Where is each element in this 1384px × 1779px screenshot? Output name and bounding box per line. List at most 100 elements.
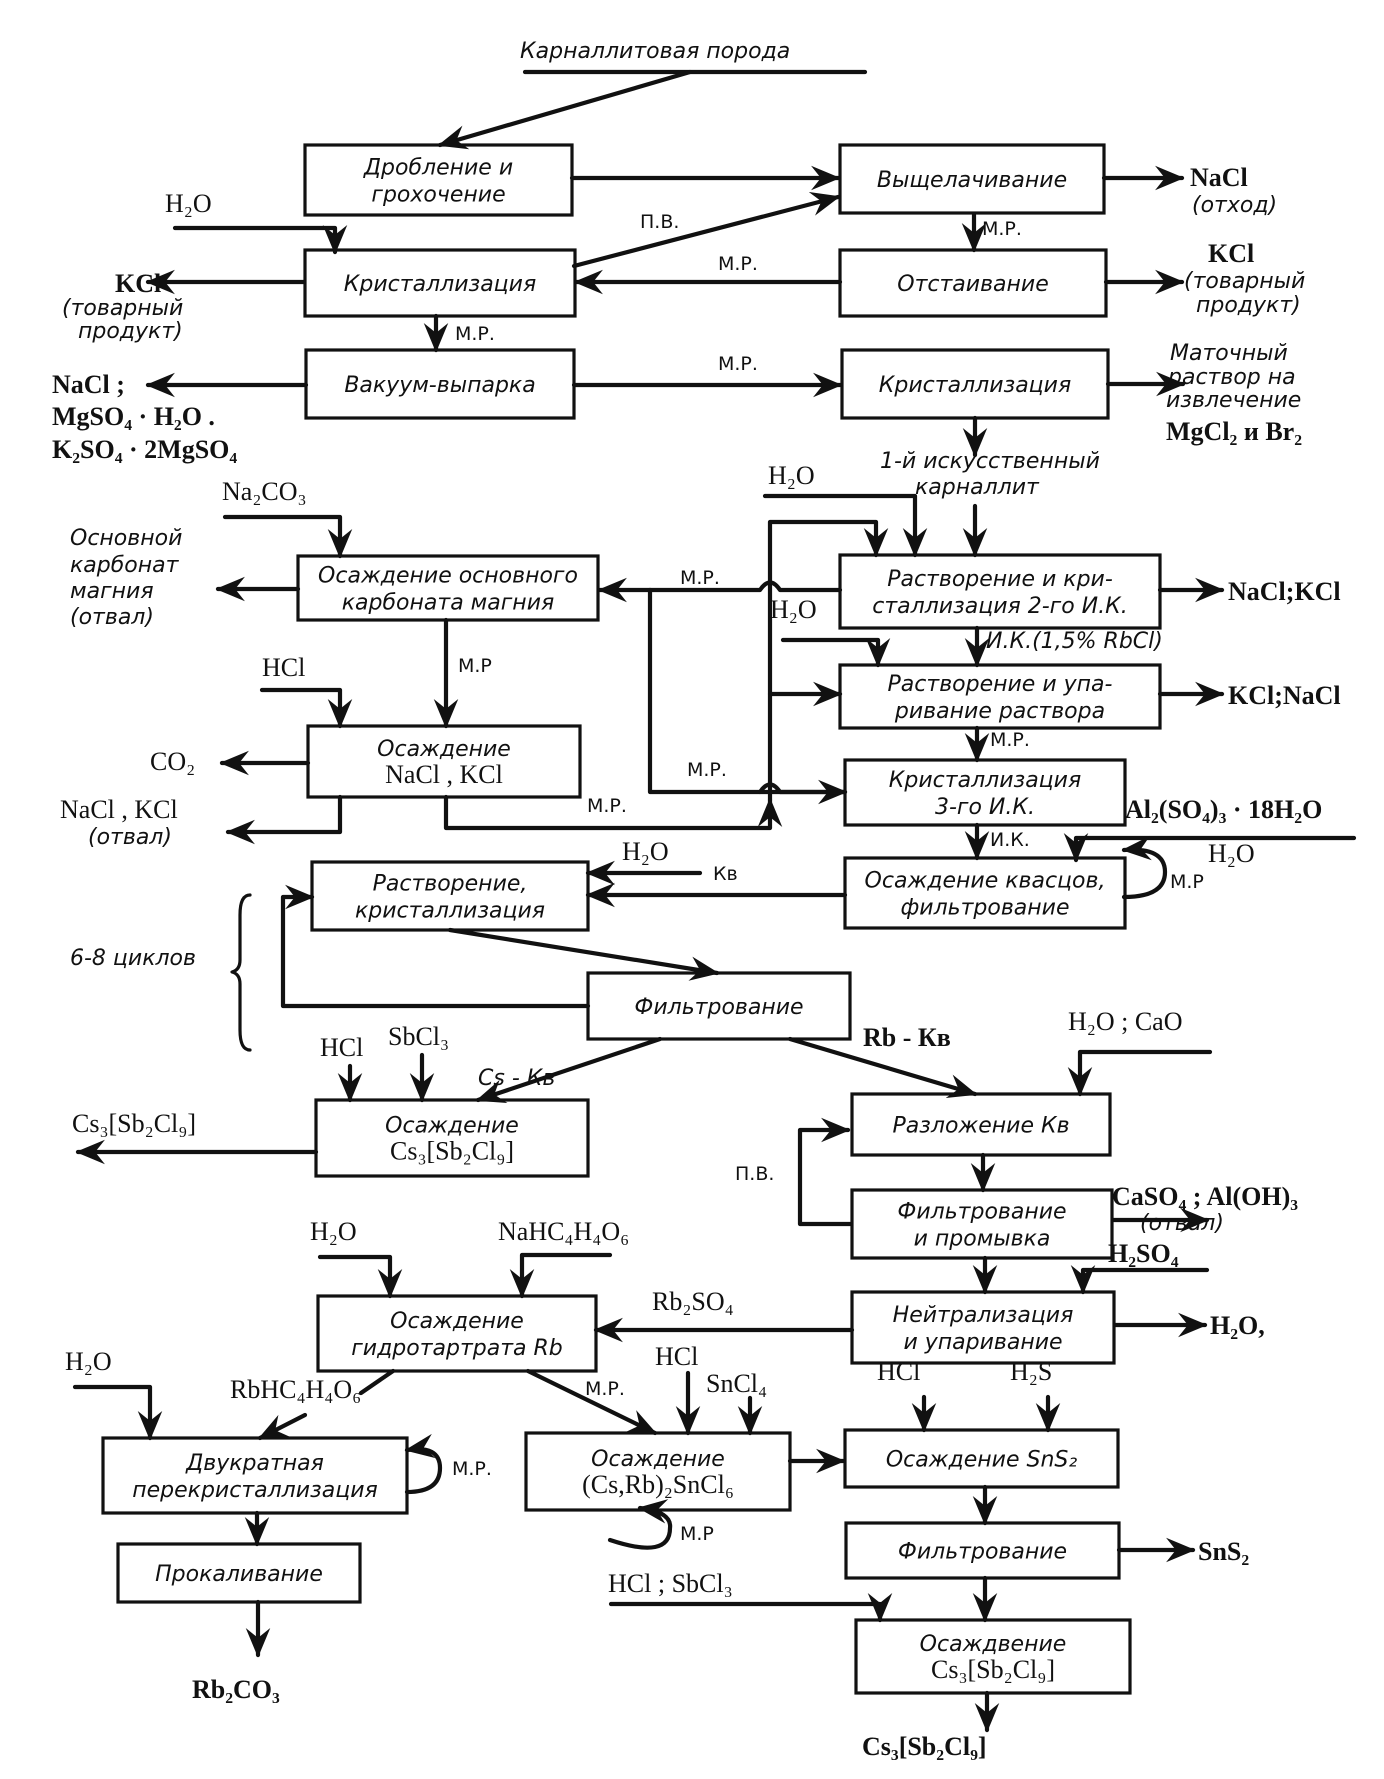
flow-label-h2o-7: H₂O	[65, 1347, 112, 1376]
flow-label-mr-12: М.Р.	[452, 1458, 492, 1480]
box-label: Нейтрализация	[893, 1303, 1074, 1328]
flow-label-hcl-2: HCl	[320, 1033, 363, 1062]
box-outline	[303, 248, 577, 318]
flow-label-h2o-6: H₂O	[310, 1217, 357, 1246]
box-outline	[116, 1542, 362, 1604]
flow-label-hcl-4: HCl	[877, 1357, 920, 1386]
process-box-filtration2: Фильтрование	[844, 1521, 1121, 1580]
box-label: перекристаллизация	[132, 1478, 377, 1503]
flow-label-caso4-note: (отвал)	[1140, 1211, 1224, 1236]
flow-label-mother2: раствор на	[1167, 365, 1296, 390]
flow-label-mr-8: М.Р.	[687, 759, 727, 781]
box-outline	[843, 856, 1127, 930]
process-box-leaching: Выщелачивание	[838, 143, 1106, 215]
flow-label-hcl-sbcl3: HCl ; SbCl₃	[608, 1569, 733, 1598]
flow-label-kcl-left-note2: продукт)	[78, 319, 183, 344]
process-box-dissolve-cryst: Растворение,кристаллизация	[310, 860, 590, 932]
box-label: грохочение	[371, 183, 505, 208]
flow-label-basic1: Основной	[70, 526, 182, 551]
flow-label-h2o-cao: H₂O ; CaO	[1068, 1007, 1183, 1036]
box-label: Осаждение	[390, 1309, 524, 1334]
flow-label-al-sulfate: Al₂(SO₄)₃ · 18H₂O	[1125, 795, 1322, 824]
box-outline	[843, 758, 1127, 827]
diagram-title: Карналлитовая порода	[520, 39, 790, 64]
flow-label-nahtart: NaHC₄H₄O₆	[498, 1217, 629, 1246]
box-label: (Cs,Rb)₂SnCl₆	[582, 1470, 734, 1499]
flow-label-rb-kv: Rb - Кв	[863, 1023, 951, 1052]
process-box-dissolve2: Растворение и кри-сталлизация 2-го И.К.	[838, 553, 1162, 630]
flow-label-co2: CO₂	[150, 747, 195, 776]
process-box-cs-rb-sn: Осаждение(Cs,Rb)₂SnCl₆	[524, 1431, 792, 1512]
process-box-settling: Отстаивание	[838, 248, 1108, 318]
flow-label-mother3: извлечение	[1166, 388, 1301, 413]
box-label: Прокаливание	[155, 1562, 323, 1587]
flow-label-pv1: П.В.	[640, 211, 679, 233]
connectors	[72, 69, 1357, 1733]
box-label: Осаждение квасцов,	[865, 869, 1106, 894]
process-box-dissolve-evap: Растворение и упа-ривание раствора	[838, 663, 1162, 730]
flow-label-mr-9: М.Р.	[587, 795, 627, 817]
flow-label-mother4: MgCl₂ и Br₂	[1166, 417, 1302, 446]
box-label: Кристаллизация	[344, 272, 536, 297]
flow-label-h2o-3: H₂O	[770, 595, 817, 624]
flow-label-kcl-nacl-out: KCl;NaCl	[1228, 681, 1341, 710]
flow-label-kcl-right: KCl	[1208, 239, 1254, 268]
box-outline	[314, 1098, 590, 1178]
flow-label-basic4: (отвал)	[70, 605, 154, 630]
box-label: Растворение и упа-	[888, 672, 1113, 697]
flow-label-mr-10: М.Р	[1170, 871, 1204, 893]
flow-label-mr-11: М.Р.	[585, 1378, 625, 1400]
flow-label-h2s: H₂S	[1010, 1357, 1052, 1386]
box-label: Отстаивание	[897, 272, 1049, 297]
process-box-calcination: Прокаливание	[116, 1542, 362, 1604]
flow-label-rbhtart: RbHC₄H₄O₆	[230, 1375, 361, 1404]
flow-label-mr-7: М.Р.	[990, 729, 1030, 751]
box-label: NaCl , KCl	[385, 760, 503, 789]
flow-label-salts3: K₂SO₄ · 2MgSO₄	[52, 435, 237, 464]
flow-label-cs-kv: Cs - Кв	[478, 1066, 555, 1091]
box-label: Вакуум-выпарка	[344, 373, 535, 398]
flow-label-hcl-1: HCl	[262, 653, 305, 682]
flow-label-kcl-left: KCl	[115, 269, 161, 298]
flow-label-nacl-kcl-waste: NaCl , KCl	[60, 795, 178, 824]
flow-label-carnallite1: 1-й искусственный	[880, 449, 1100, 474]
box-label: Растворение и кри-	[887, 567, 1113, 592]
flow-label-kcl-left-note1: (товарный	[62, 296, 183, 321]
box-label: Фильтрование	[897, 1200, 1066, 1225]
flow-label-salts2: MgSO₄ · H₂O .	[52, 402, 215, 431]
process-box-cryst2: Кристаллизация	[840, 348, 1110, 420]
box-label: Кристаллизация	[879, 373, 1071, 398]
box-label: Растворение,	[373, 872, 528, 897]
box-label: Осаждение	[385, 1114, 519, 1139]
flow-label-hcl-3: HCl	[655, 1342, 698, 1371]
flow-label-nacl-waste-note: (отход)	[1192, 193, 1277, 218]
flow-label-rb2co3: Rb₂CO₃	[192, 1675, 280, 1704]
flow-label-h2o-5: H₂O	[622, 837, 669, 866]
process-box-filtration1: Фильтрование	[586, 971, 852, 1041]
box-outline	[843, 1428, 1120, 1489]
flow-label-h2o-1: H₂O	[165, 189, 212, 218]
box-label: и упаривание	[903, 1330, 1062, 1355]
box-outline	[838, 663, 1162, 730]
flow-label-sncl4: SnCl₄	[706, 1369, 767, 1398]
flow-label-kcl-right-note2: продукт)	[1196, 293, 1301, 318]
flow-label-basic2: карбонат	[70, 553, 180, 578]
box-label: гидротартрата Rb	[351, 1336, 563, 1361]
box-label: карбоната магния	[342, 591, 554, 616]
flow-label-mr-13: М.Р	[680, 1523, 714, 1545]
box-label: Дробление и	[363, 156, 513, 181]
box-label: и промывка	[914, 1227, 1051, 1252]
box-label: Фильтрование	[634, 995, 803, 1020]
flow-label-cycles: 6-8 циклов	[70, 946, 196, 971]
box-label: 3-го И.К.	[935, 795, 1035, 820]
box-label: Осаждение основного	[318, 564, 578, 589]
process-box-decomp: Разложение Кв	[850, 1092, 1112, 1157]
box-label: фильтрование	[900, 896, 1069, 921]
flow-label-carnallite2: карналлит	[915, 475, 1040, 500]
